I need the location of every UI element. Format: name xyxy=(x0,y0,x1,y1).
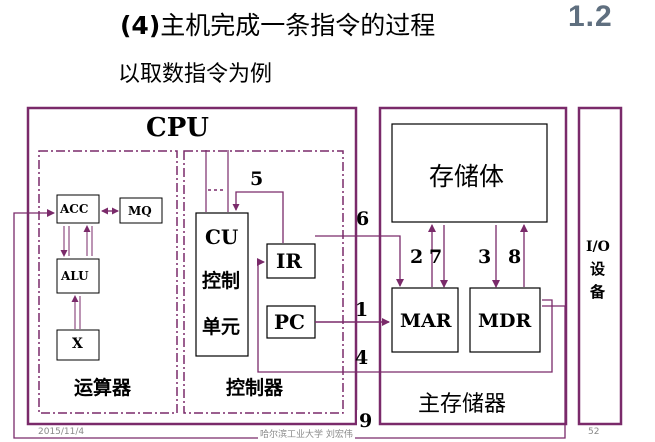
step-4-label: 4 xyxy=(355,347,369,369)
step-2-label: 2 xyxy=(410,246,424,268)
alu-group-label: 运算器 xyxy=(74,377,132,399)
io-label-line2: 设 xyxy=(590,260,606,278)
acc-label: ACC xyxy=(60,202,89,216)
storage-box xyxy=(391,123,548,223)
mar-box xyxy=(391,287,459,353)
title-text: 主机完成一条指令的过程 xyxy=(160,11,436,40)
alu-box xyxy=(56,258,100,294)
alu-group-frame xyxy=(38,150,178,414)
cu-label-line2: 控制 xyxy=(202,270,241,292)
memory-group-label: 主存储器 xyxy=(418,392,507,417)
control-group-frame xyxy=(183,150,344,414)
mq-box xyxy=(119,197,163,224)
cpu-label: CPU xyxy=(146,113,209,143)
alu-label: ALU xyxy=(61,269,89,283)
cu-label-line3: 单元 xyxy=(202,316,241,338)
x-label: X xyxy=(72,336,83,352)
step-7-label: 7 xyxy=(429,246,443,268)
ir-label: IR xyxy=(276,249,302,273)
step-3-label: 3 xyxy=(478,246,492,268)
pc-label: PC xyxy=(274,310,305,334)
step-9-label: 9 xyxy=(357,410,375,432)
memory-frame xyxy=(378,106,568,426)
footer-page: 52 xyxy=(588,427,600,437)
control-group-label: 控制器 xyxy=(226,377,284,399)
footer-date: 2015/11/4 xyxy=(36,427,87,437)
acc-box xyxy=(56,194,100,224)
step-1-label: 1 xyxy=(355,299,369,321)
storage-label: 存储体 xyxy=(429,162,505,191)
mar-label: MAR xyxy=(400,310,452,332)
ir-box xyxy=(266,243,316,279)
io-frame xyxy=(577,106,623,426)
step-5-label: 5 xyxy=(250,168,264,190)
mdr-label: MDR xyxy=(478,310,532,332)
cu-label-line1: CU xyxy=(205,225,239,249)
section-number: 1.2 xyxy=(568,0,613,33)
x-box xyxy=(56,329,100,361)
step-6-label: 6 xyxy=(356,208,370,230)
cu-box xyxy=(195,212,249,357)
mq-label: MQ xyxy=(128,204,152,218)
title-prefix: (4) xyxy=(120,11,161,40)
step-8-label: 8 xyxy=(508,246,522,268)
cpu-frame xyxy=(26,106,358,426)
mdr-box xyxy=(469,287,541,353)
footer-org: 哈尔滨工业大学 刘宏伟 xyxy=(258,427,355,440)
io-label-line3: 备 xyxy=(590,283,606,301)
io-label-line1: I/O xyxy=(586,239,610,255)
slide-subtitle: 以取数指令为例 xyxy=(118,62,273,87)
slide-title: (4)主机完成一条指令的过程 xyxy=(120,6,435,42)
